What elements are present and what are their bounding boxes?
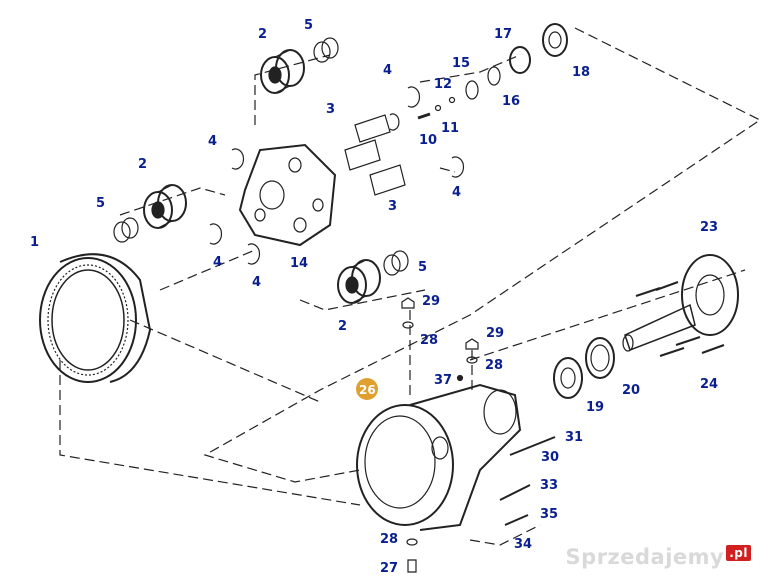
label-2-left: 2	[138, 157, 147, 172]
label-10: 10	[419, 133, 437, 148]
label-18: 18	[572, 65, 590, 80]
label-15: 15	[452, 56, 470, 71]
ring-gear	[39, 253, 152, 383]
label-17: 17	[494, 27, 512, 42]
label-4-b: 4	[213, 255, 222, 270]
label-4-c: 4	[252, 275, 261, 290]
housing-bolts	[499, 436, 556, 526]
flange-bolts	[635, 281, 725, 357]
callout-labels: 1 2 2 2 3 3 4 4 4 4 4 5 5 5 10 11 12 14 …	[30, 18, 718, 576]
watermark: Sprzedajemy.pl	[566, 545, 751, 569]
label-34: 34	[514, 537, 532, 552]
label-26: 26	[359, 383, 376, 397]
label-33: 33	[540, 478, 558, 493]
planet-carrier	[238, 143, 337, 247]
label-37: 37	[434, 373, 452, 388]
label-5-top: 5	[304, 18, 313, 33]
small-hardware	[417, 23, 568, 120]
label-28-c: 28	[380, 532, 398, 547]
needle-bearings	[113, 37, 409, 276]
label-28-b: 28	[485, 358, 503, 373]
watermark-text: Sprzedajemy	[565, 545, 725, 569]
label-29-a: 29	[422, 294, 440, 309]
label-20: 20	[622, 383, 640, 398]
label-14: 14	[290, 256, 308, 271]
planet-gear-left	[143, 184, 187, 229]
label-5-left: 5	[96, 196, 105, 211]
circlips	[209, 86, 465, 265]
label-27: 27	[380, 561, 398, 576]
label-29-b: 29	[486, 326, 504, 341]
planet-gear-top	[260, 49, 305, 94]
planet-gear-bottom	[337, 259, 381, 304]
label-28-a: 28	[420, 333, 438, 348]
label-4-e: 4	[452, 185, 461, 200]
label-35: 35	[540, 507, 558, 522]
watermark-badge: .pl	[726, 545, 751, 561]
label-31: 31	[565, 430, 583, 445]
label-12: 12	[434, 77, 452, 92]
label-23: 23	[700, 220, 718, 235]
label-4-d: 4	[383, 63, 392, 78]
plugs-and-washers	[401, 297, 479, 573]
label-19: 19	[586, 400, 604, 415]
label-1: 1	[30, 235, 39, 250]
output-flange-shaft	[622, 254, 739, 352]
axle-housing	[356, 383, 522, 531]
label-30: 30	[541, 450, 559, 465]
label-24: 24	[700, 377, 718, 392]
label-16: 16	[502, 94, 520, 109]
label-2-bottom: 2	[338, 319, 347, 334]
label-11: 11	[441, 121, 459, 136]
assembly-lines	[59, 27, 762, 546]
planet-pins	[344, 114, 406, 196]
label-2-top: 2	[258, 27, 267, 42]
label-3-bottom: 3	[388, 199, 397, 214]
label-4-a: 4	[208, 134, 217, 149]
highlight-label-26: 26	[356, 378, 378, 400]
label-3-top: 3	[326, 102, 335, 117]
output-bearings	[553, 337, 615, 399]
label-5-right: 5	[418, 260, 427, 275]
